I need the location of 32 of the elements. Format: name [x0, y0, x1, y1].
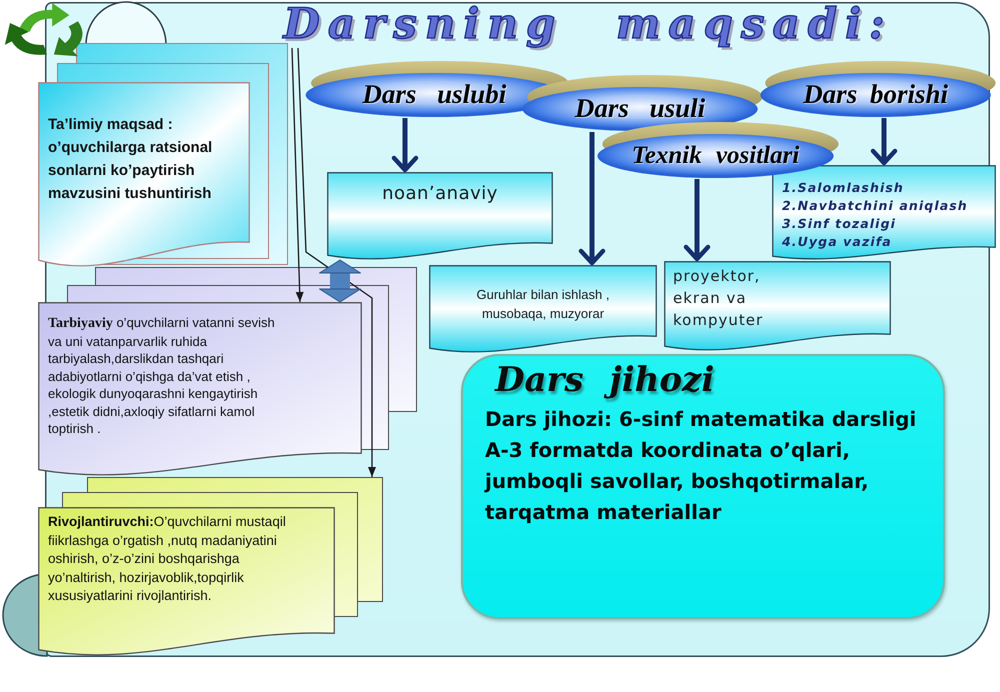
arrow: [291, 48, 304, 302]
box-text: Ta’limiy maqsad : o’quvchilarga ratsional sonlarni ko’paytirish mavzusini tushuntirish: [48, 115, 214, 204]
list-item: 3.Sinf tozaligi: [782, 215, 897, 233]
banner-label: Dars borishi: [803, 80, 948, 110]
box-text: proyektor, ekran va kompyuter: [673, 266, 764, 331]
document-box: [38, 302, 362, 476]
box-text: noan’anaviy: [381, 182, 499, 206]
list-item: 2.Navbatchini aniqlash: [782, 197, 969, 215]
banner-label: Dars usuli: [574, 94, 706, 124]
arrow: [870, 118, 898, 166]
ellipse-banner: [758, 58, 998, 118]
box-text: Tarbiyaviy o’quvchilarni vatanni sevish va uni vatanparvarlik ruhida tarbiyalash,darslikdan tashqari adabiyotlarni o’qishga da’vat etish , ekologik dunyoqarashni kengaytirish ,estetik didni,axloqiy sifatlarni kamol toptirish .: [48, 314, 276, 438]
ellipse-banner: [520, 72, 765, 132]
document-box: [772, 165, 996, 260]
title-heading: Darsning maqsadi:: [248, 0, 928, 48]
ellipse-banner: [595, 121, 841, 179]
arrow: [578, 132, 606, 266]
box-text: Guruhlar bilan ishlash , musobaqa, muzyorar: [476, 286, 610, 323]
document-box: [429, 265, 657, 353]
box-text: Rivojlantiruvchi:O’quvchilarni mustaqil fiikrlashga o’rgatish ,nutq madaniyatini oshirish, o’z-o’zini boshqarishga yo’naltirish, hozirjavoblik,topqirlik xususiyatlarini rivojlantirish.: [48, 513, 287, 605]
document-box: [664, 261, 891, 351]
list-item: 1.Salomlashish: [782, 179, 905, 197]
arrow: [684, 179, 710, 262]
banner-label: Texnik vositlari: [632, 142, 800, 170]
document-box: [327, 172, 553, 260]
list-item: 4.Uyga vazifa: [782, 233, 893, 251]
banner-label: Dars uslubi: [362, 80, 506, 110]
arrow: [392, 118, 418, 172]
double-arrow: [319, 260, 361, 302]
panel-text: Dars jihozi: 6-sinf matematika darsligi A-3 formatda koordinata o’qlari, jumboqli savollar, boshqotirmalar, tarqatma materiallar: [485, 406, 918, 526]
panel-heading: Dars jihozi: [495, 359, 716, 402]
arrow: [297, 48, 376, 477]
